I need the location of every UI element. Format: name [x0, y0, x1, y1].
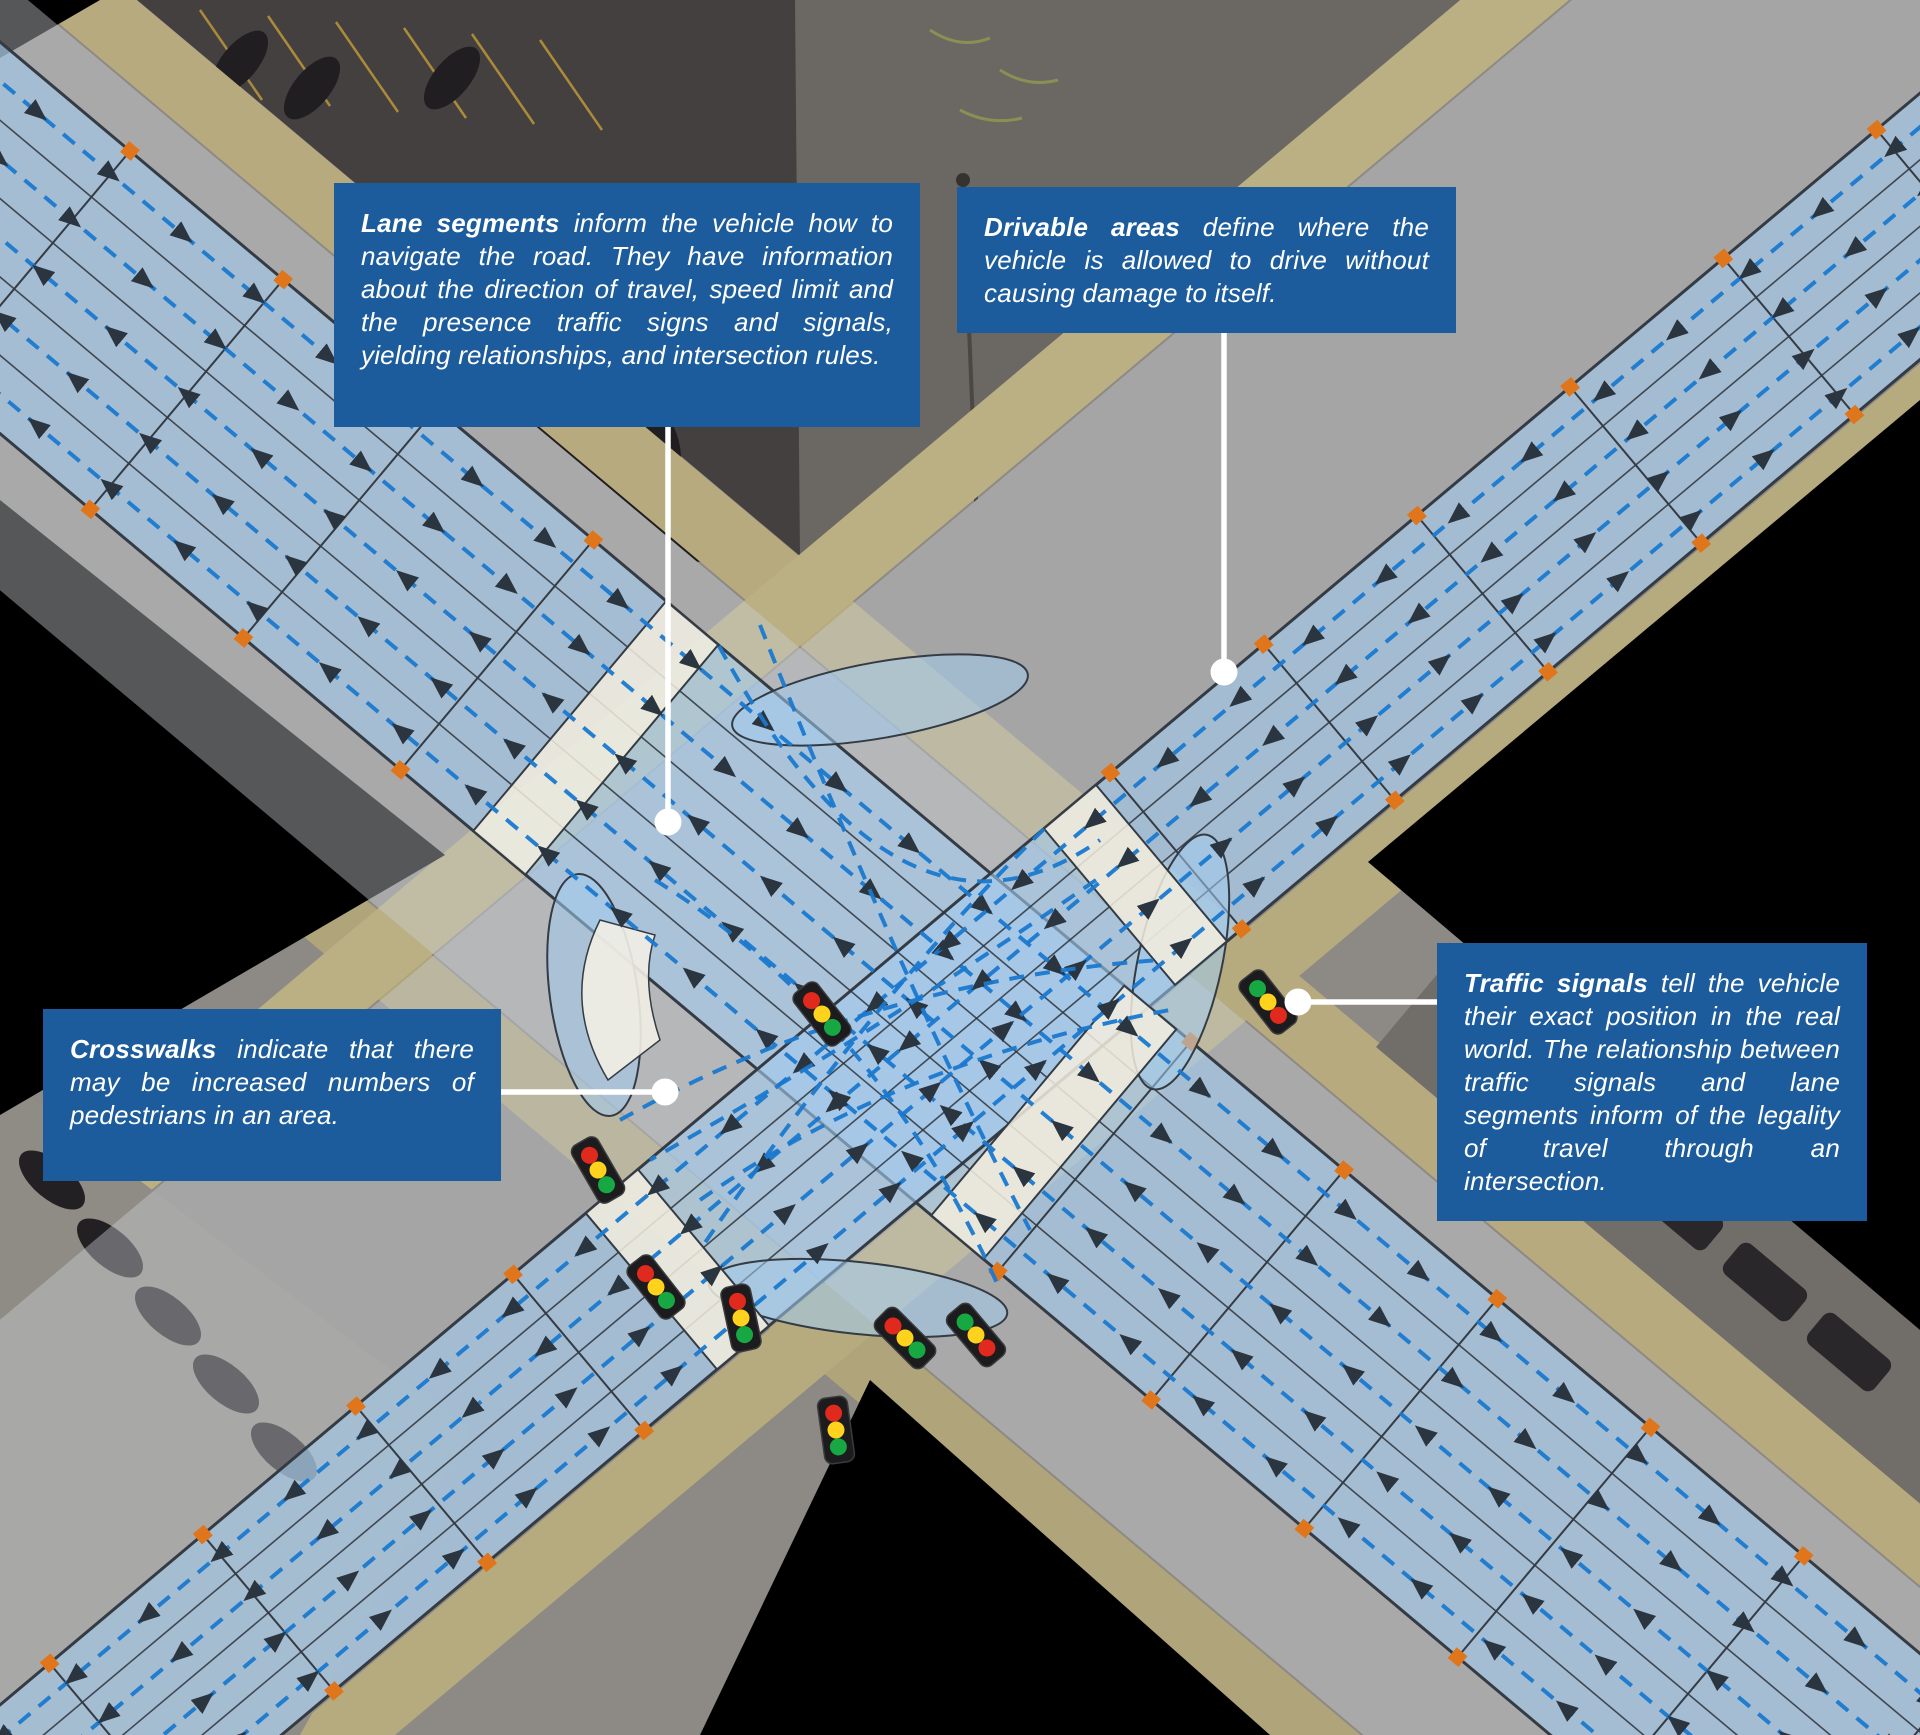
callout-term: Lane segments: [361, 208, 560, 238]
leader-dot-traffic_signals: [1284, 988, 1312, 1016]
turn-path: [758, 624, 1032, 1231]
callout-traffic-signals: Traffic signals tell the vehicle their e…: [1437, 943, 1867, 1221]
traffic-light-icon: [626, 1254, 686, 1320]
callout-term: Traffic signals: [1464, 968, 1648, 998]
traffic-signal-icons: [570, 969, 1298, 1465]
leader-dot-lane_segments: [654, 808, 682, 836]
callout-term: Drivable areas: [984, 212, 1180, 242]
callout-drivable-areas: Drivable areas define where the vehicle …: [957, 187, 1456, 333]
callout-body: indicate that there may be increased num…: [70, 1034, 474, 1130]
traffic-light-icon: [720, 1283, 762, 1353]
callout-body: tell the vehicle their exact position in…: [1464, 968, 1840, 1196]
turn-path: [717, 645, 1102, 884]
leader-lines: [499, 331, 1438, 1106]
traffic-light-icon: [570, 1136, 626, 1204]
turn-path: [649, 878, 1098, 1162]
callout-body: define where the vehicle is allowed to d…: [984, 212, 1429, 308]
traffic-light-icon: [873, 1306, 937, 1370]
turn-path: [653, 878, 1002, 1291]
traffic-light-icon: [792, 981, 852, 1047]
traffic-light-icon: [816, 1395, 856, 1465]
turn-path: [619, 958, 1161, 1122]
callout-lane-segments: Lane segments inform the vehicle how to …: [334, 183, 920, 427]
turn-path: [698, 1008, 1171, 1202]
callout-body: inform the vehicle how to navigate the r…: [361, 208, 893, 370]
callout-crosswalks: Crosswalks indicate that there may be in…: [43, 1009, 501, 1181]
leader-dot-crosswalks: [651, 1078, 679, 1106]
traffic-light-icon: [945, 1302, 1007, 1368]
callout-term: Crosswalks: [70, 1034, 217, 1064]
traffic-light-icon: [1238, 969, 1298, 1035]
leader-dot-drivable_areas: [1210, 658, 1238, 686]
